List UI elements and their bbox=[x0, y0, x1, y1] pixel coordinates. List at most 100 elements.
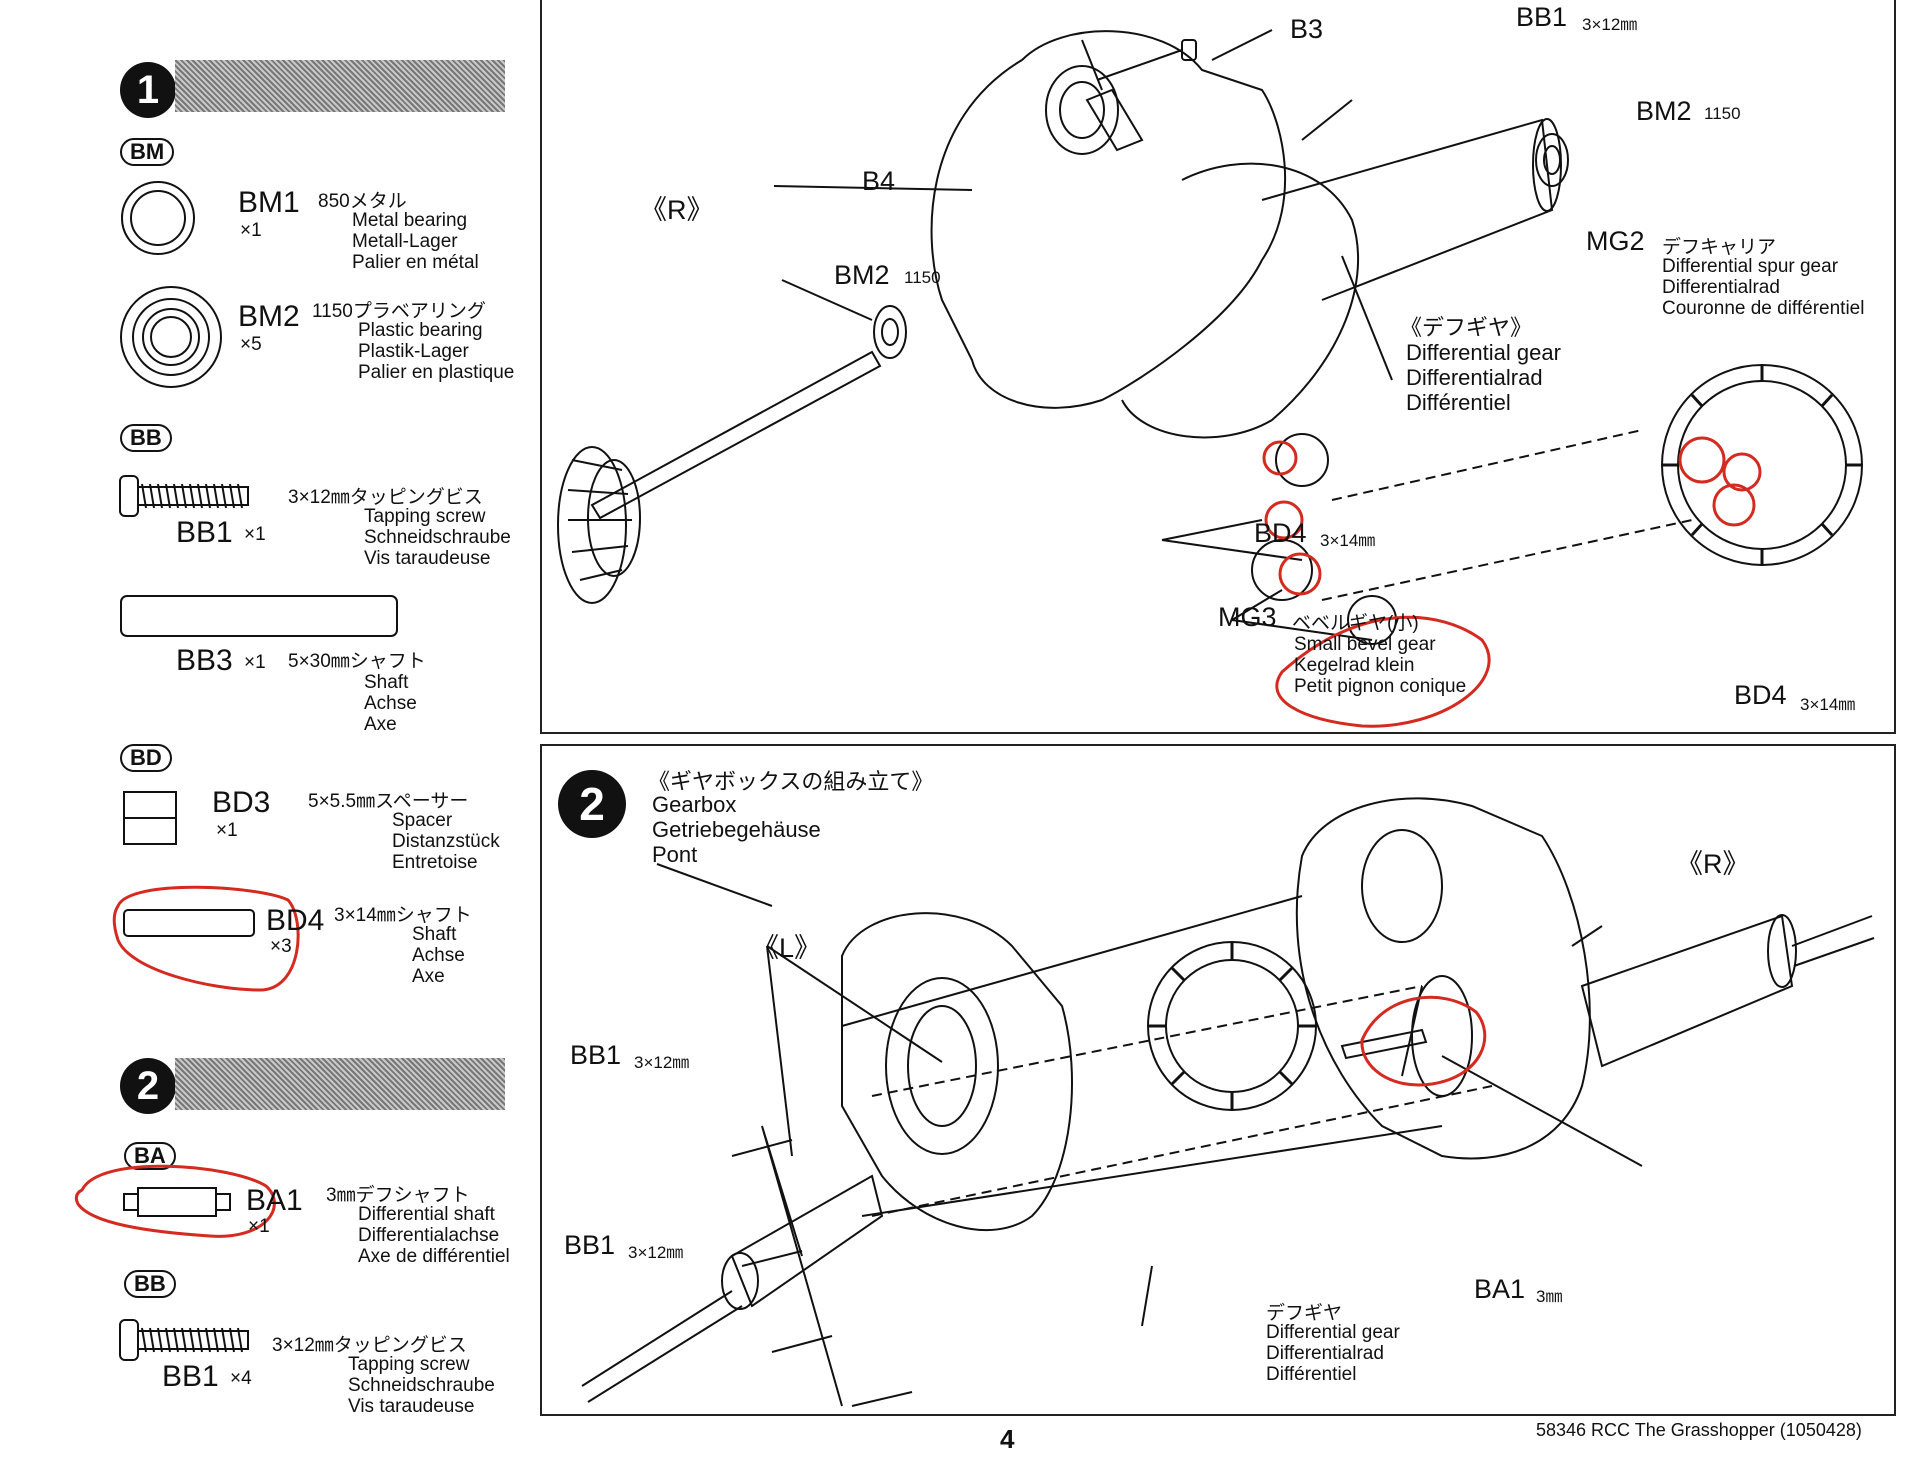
page-number: 4 bbox=[1000, 1424, 1015, 1454]
diagram-1-frame bbox=[540, 0, 1896, 734]
d2-diff-fr: Différentiel bbox=[1266, 1364, 1357, 1385]
ba1-desc-fr: Axe de différentiel bbox=[358, 1246, 510, 1267]
d1-bm2-top-size: 1150 bbox=[1704, 104, 1741, 123]
d1-bm2-left: BM2 bbox=[834, 260, 890, 290]
step-2-badge: 2 bbox=[120, 1058, 176, 1114]
ba1-jp: 3㎜デフシャフト bbox=[326, 1185, 470, 1206]
bm1-metal-bearing-icon bbox=[121, 181, 195, 255]
diagram-2-illustration bbox=[581, 797, 1875, 1407]
bd4-desc-de: Achse bbox=[412, 945, 465, 966]
bb3-qty: ×1 bbox=[244, 652, 266, 673]
d1-mg2-jp: デフキャリア bbox=[1662, 237, 1777, 258]
bb1-code: BB1 bbox=[176, 516, 233, 549]
bd3-code: BD3 bbox=[212, 786, 271, 819]
bb1-tapping-screw-icon bbox=[119, 475, 249, 517]
d1-mg3: MG3 bbox=[1218, 602, 1277, 632]
bd4-shaft-icon bbox=[112, 885, 300, 992]
bm1-qty: ×1 bbox=[240, 220, 262, 241]
d1-mg3-de: Kegelrad klein bbox=[1294, 655, 1415, 676]
bm2-desc-en: Plastic bearing bbox=[358, 320, 483, 341]
bb1-jp: 3×12㎜タッピングビス bbox=[288, 487, 483, 508]
bag-tag-bd: BD bbox=[120, 744, 172, 772]
bd4-desc-fr: Axe bbox=[412, 966, 445, 987]
bd3-desc-fr: Entretoise bbox=[392, 852, 478, 873]
bm1-desc-fr: Palier en métal bbox=[352, 252, 479, 273]
bd4-code: BD4 bbox=[266, 904, 325, 937]
ba1-code: BA1 bbox=[246, 1184, 303, 1217]
bm1-jp: 850メタル bbox=[318, 191, 407, 212]
d1-b3: B3 bbox=[1290, 14, 1324, 44]
bm2-desc-de: Plastik-Lager bbox=[358, 341, 469, 362]
d1-bb1: BB1 bbox=[1516, 2, 1568, 32]
step-2-bar bbox=[175, 1058, 505, 1110]
bb1-desc-de: Schneidschraube bbox=[364, 527, 511, 548]
d2-title-en: Gearbox bbox=[652, 792, 737, 817]
d2-title-de: Getriebegehäuse bbox=[652, 817, 821, 842]
d2-ba1-size: 3㎜ bbox=[1536, 1287, 1563, 1306]
d1-mg2: MG2 bbox=[1586, 226, 1645, 256]
bb3-jp: 5×30㎜シャフト bbox=[288, 651, 426, 672]
ba1-desc-de: Differentialachse bbox=[358, 1225, 500, 1246]
bd3-qty: ×1 bbox=[216, 820, 238, 841]
bm1-code: BM1 bbox=[238, 186, 300, 219]
bag-tag-bb-step2: BB bbox=[124, 1270, 176, 1298]
d2-bb1-a: BB1 bbox=[570, 1040, 622, 1070]
d1-diffgear-jp: 《デフギヤ》 bbox=[1400, 315, 1533, 340]
bm2-jp: 1150プラベアリング bbox=[312, 301, 486, 322]
bd3-jp: 5×5.5㎜スペーサー bbox=[308, 791, 469, 812]
ba1-qty: ×1 bbox=[248, 1216, 270, 1237]
diagram-2-frame bbox=[540, 744, 1896, 1416]
bb1-step2-desc-fr: Vis taraudeuse bbox=[348, 1396, 475, 1417]
kit-code: 58346 RCC The Grasshopper (1050428) bbox=[1536, 1420, 1862, 1440]
bm2-desc-fr: Palier en plastique bbox=[358, 362, 515, 383]
ba1-desc-en: Differential shaft bbox=[358, 1204, 495, 1225]
bb1-step2-desc-de: Schneidschraube bbox=[348, 1375, 495, 1396]
bm1-desc-de: Metall-Lager bbox=[352, 231, 458, 252]
d1-bd4-b: BD4 bbox=[1734, 680, 1787, 710]
step-1-bar bbox=[175, 60, 505, 112]
d1-diffgear-fr: Différentiel bbox=[1406, 390, 1511, 415]
d2-ba1: BA1 bbox=[1474, 1274, 1526, 1304]
bb1-step2-tapping-screw-icon bbox=[119, 1319, 249, 1361]
bm2-qty: ×5 bbox=[240, 334, 262, 355]
d1-bb1-size: 3×12㎜ bbox=[1582, 15, 1638, 34]
d2-diff-jp: デフギヤ bbox=[1266, 1303, 1343, 1324]
d1-mg2-de: Differentialrad bbox=[1662, 277, 1780, 298]
bb1-step2-desc-en: Tapping screw bbox=[348, 1354, 470, 1375]
bd3-desc-en: Spacer bbox=[392, 810, 453, 831]
bb1-qty: ×1 bbox=[244, 524, 266, 545]
bb3-code: BB3 bbox=[176, 644, 233, 677]
d2-diff-en: Differential gear bbox=[1266, 1322, 1400, 1343]
bb1-step2-qty: ×4 bbox=[230, 1368, 252, 1389]
d1-bd4-a: BD4 bbox=[1254, 518, 1307, 548]
d1-mg3-fr: Petit pignon conique bbox=[1294, 676, 1467, 697]
bd3-spacer-icon bbox=[123, 791, 177, 845]
d1-bd4-b-size: 3×14㎜ bbox=[1800, 695, 1856, 714]
bm2-plastic-bearing-icon bbox=[120, 286, 222, 388]
bb3-desc-fr: Axe bbox=[364, 714, 397, 735]
bb1-step2-code: BB1 bbox=[162, 1360, 219, 1393]
step-2-diagram-badge: 2 bbox=[558, 770, 626, 838]
d1-bm2-top: BM2 bbox=[1636, 96, 1692, 126]
bm2-code: BM2 bbox=[238, 300, 300, 333]
bd4-desc-en: Shaft bbox=[412, 924, 457, 945]
d1-mg2-en: Differential spur gear bbox=[1662, 256, 1839, 277]
bd4-qty: ×3 bbox=[270, 936, 292, 957]
d1-mg2-fr: Couronne de différentiel bbox=[1662, 298, 1865, 319]
bb3-shaft-icon bbox=[120, 595, 398, 637]
diagram-1-illustration bbox=[557, 29, 1863, 728]
d2-side-l: 《L》 bbox=[752, 933, 822, 963]
d1-bm2-left-size: 1150 bbox=[904, 268, 941, 287]
d1-mg3-en: Small bevel gear bbox=[1294, 634, 1436, 655]
bb1-desc-en: Tapping screw bbox=[364, 506, 486, 527]
d1-bd4-a-size: 3×14㎜ bbox=[1320, 531, 1376, 550]
bb1-step2-jp: 3×12㎜タッピングビス bbox=[272, 1335, 467, 1356]
bd3-desc-de: Distanzstück bbox=[392, 831, 500, 852]
d2-bb1-b: BB1 bbox=[564, 1230, 616, 1260]
bb3-desc-de: Achse bbox=[364, 693, 417, 714]
bag-tag-bb: BB bbox=[120, 424, 172, 452]
d2-title-jp: 《ギヤボックスの組み立て》 bbox=[648, 769, 934, 794]
bag-tag-bm: BM bbox=[120, 138, 175, 166]
d2-bb1-b-size: 3×12㎜ bbox=[628, 1243, 684, 1262]
d1-side-r: 《R》 bbox=[640, 195, 714, 225]
